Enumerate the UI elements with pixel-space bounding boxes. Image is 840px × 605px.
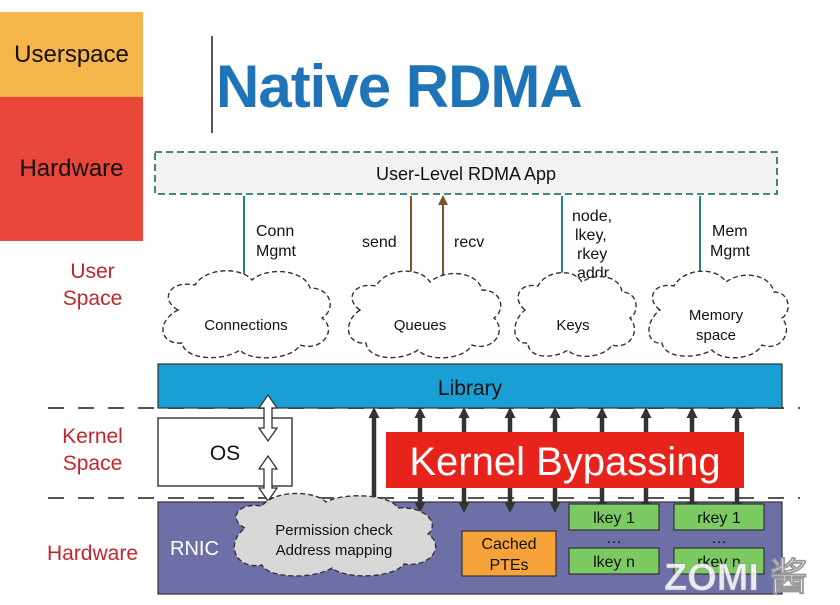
os-label: OS	[210, 442, 240, 465]
legend-hardware-label: Hardware	[19, 155, 124, 182]
ptes-label: PTEs	[489, 557, 528, 574]
side-label-user-space: User Space	[0, 258, 185, 312]
app-box-label: User-Level RDMA App	[376, 164, 556, 184]
keys-label-1: node,	[572, 208, 612, 225]
lkey-1-label: lkey 1	[593, 510, 635, 527]
rkey-n-box	[673, 547, 765, 575]
legend-hardware: Hardware	[0, 97, 143, 241]
kernel-bypassing-banner	[386, 432, 744, 488]
rkey-ellipsis: …	[711, 530, 727, 547]
conn-label-1: Conn	[256, 223, 294, 240]
cloud-memory	[648, 270, 789, 359]
cloud-memory-label-2: space	[696, 327, 736, 344]
app-box	[154, 151, 778, 195]
cloud-connections	[162, 270, 331, 359]
cloud-keys-label: Keys	[556, 317, 589, 334]
page-title: Native RDMA	[216, 53, 583, 120]
keys-label-2: lkey,	[575, 227, 607, 244]
lkey-ellipsis: …	[606, 530, 622, 547]
cloud-connections-label: Connections	[204, 317, 287, 334]
permission-label-1: Permission check	[275, 522, 393, 539]
side-label-hardware: Hardware	[46, 542, 139, 565]
cloud-queues	[347, 270, 502, 359]
cached-label: Cached	[481, 536, 536, 553]
rnic-label: RNIC	[170, 538, 219, 560]
cloud-memory-label-1: Memory	[689, 307, 744, 324]
os-hollow-arrows	[257, 393, 279, 503]
permission-label-2: Address mapping	[276, 542, 393, 559]
mem-label-1: Mem	[712, 223, 748, 240]
rkey-1-box	[673, 503, 765, 531]
side-label-kernel: Kernel	[62, 425, 123, 448]
side-label-kernel-space: Kernel Space	[0, 423, 185, 477]
kernel-bypassing-label: Kernel Bypassing	[409, 440, 720, 484]
watermark: ZOMI 酱	[664, 557, 808, 599]
send-label: send	[362, 234, 397, 251]
cloud-keys	[514, 272, 637, 357]
keys-label-3: rkey	[577, 246, 607, 263]
side-label-user: User	[70, 260, 115, 283]
legend-userspace-label: Userspace	[14, 40, 129, 68]
mem-label-2: Mgmt	[710, 243, 751, 260]
title-divider	[211, 36, 213, 133]
cloud-permission	[233, 492, 437, 577]
recv-label: recv	[454, 234, 484, 251]
rkey-1-label: rkey 1	[697, 510, 741, 527]
cached-ptes-box	[461, 530, 557, 577]
cloud-queues-label: Queues	[394, 317, 447, 334]
library-label: Library	[438, 377, 503, 400]
conn-label-2: Mgmt	[256, 243, 297, 260]
side-label-kernel-space-word: Space	[62, 452, 123, 475]
lkey-1-box	[568, 503, 660, 531]
lkey-n-label: lkey n	[593, 554, 635, 571]
legend-userspace: Userspace	[0, 12, 143, 97]
library-bar	[157, 363, 783, 409]
side-label-space: Space	[62, 287, 123, 310]
lkey-n-box	[568, 547, 660, 575]
rkey-n-label: rkey n	[697, 554, 741, 571]
